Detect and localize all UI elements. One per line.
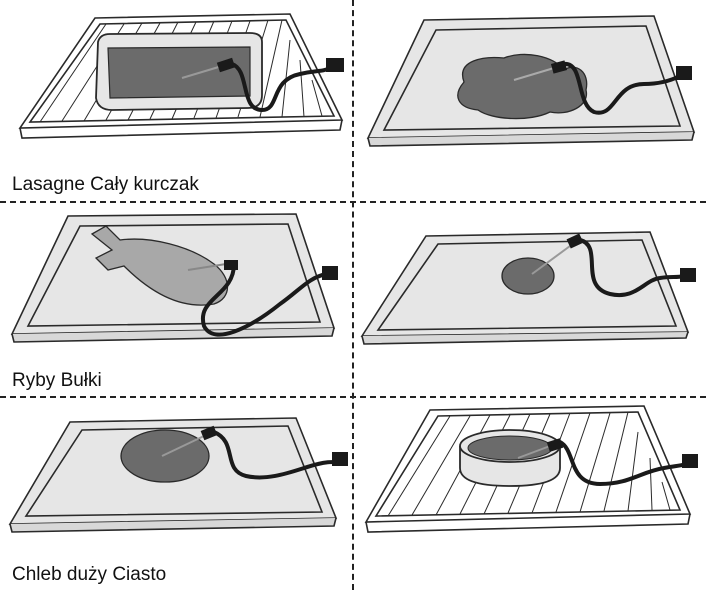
bread-illustration (8, 417, 348, 533)
probe-plug (326, 58, 344, 72)
probe-plug (680, 268, 696, 282)
probe-cable (231, 62, 331, 113)
cake-illustration (364, 405, 698, 533)
probe-cable (213, 430, 337, 480)
caption-row-2: Ryby Bułki (12, 370, 102, 391)
roll-illustration (360, 231, 696, 345)
probe-plug (332, 452, 348, 466)
panel-fish (0, 206, 352, 356)
wire-rack (364, 405, 692, 533)
fish-food (90, 225, 229, 306)
panel-roll (354, 206, 706, 356)
probe-plug (322, 266, 338, 280)
panel-chicken (354, 0, 706, 170)
lasagne-food (107, 46, 251, 99)
probe-cable (579, 238, 685, 298)
cake-food (467, 435, 553, 461)
horizontal-divider-1 (0, 201, 706, 203)
panel-lasagne (0, 0, 352, 170)
bread-food (120, 429, 210, 483)
caption-row-1: Lasagne Cały kurczak (12, 174, 199, 195)
chicken-illustration (366, 15, 696, 147)
probe-cable (563, 62, 681, 115)
vertical-divider (352, 0, 354, 590)
panel-cake (354, 402, 706, 552)
probe-plug (682, 454, 698, 468)
panel-bread (0, 402, 352, 552)
caption-row-3: Chleb duży Ciasto (12, 564, 167, 585)
lasagne-illustration (18, 13, 344, 139)
probe-cable (558, 440, 687, 487)
horizontal-divider-2 (0, 396, 706, 398)
fish-illustration (10, 213, 338, 343)
probe-plug (676, 66, 692, 80)
probe-cable (200, 263, 327, 337)
